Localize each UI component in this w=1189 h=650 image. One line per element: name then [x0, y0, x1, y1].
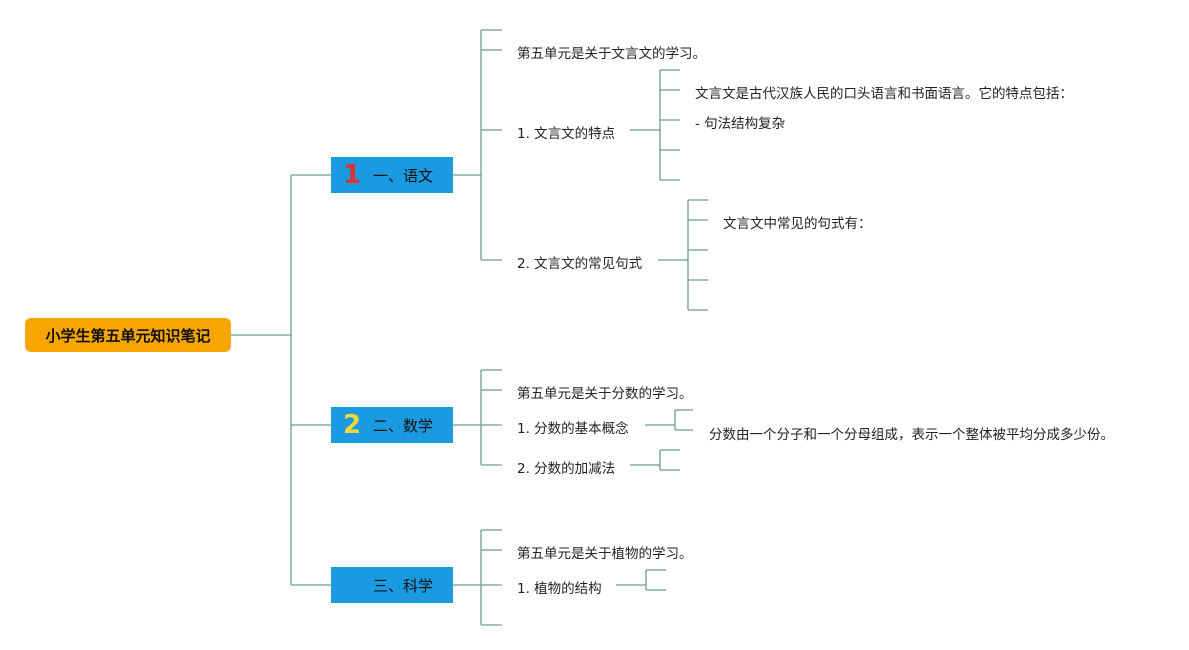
math-intro[interactable]: 第五单元是关于分数的学习。 — [517, 386, 693, 402]
chinese-intro[interactable]: 第五单元是关于文言文的学习。 — [517, 46, 706, 62]
number-one-icon: 1 — [342, 160, 362, 190]
branch-label-science: 三、科学 — [373, 576, 434, 595]
chinese-features-point[interactable]: - 句法结构复杂 — [695, 116, 786, 132]
branch-label-math: 二、数学 — [373, 416, 434, 435]
branch-label-chinese: 一、语文 — [373, 166, 434, 185]
chinese-topic-sentences[interactable]: 2. 文言文的常见句式 — [517, 256, 643, 272]
math-topic-addition[interactable]: 2. 分数的加减法 — [517, 461, 616, 477]
science-intro[interactable]: 第五单元是关于植物的学习。 — [517, 546, 693, 562]
chinese-sentences-detail[interactable]: 文言文中常见的句式有： — [723, 216, 872, 232]
science-topic-structure[interactable]: 1. 植物的结构 — [517, 581, 602, 597]
number-two-icon: 2 — [342, 410, 362, 440]
branch-node-chinese[interactable]: 1 一、语文 — [331, 157, 453, 193]
chinese-topic-features[interactable]: 1. 文言文的特点 — [517, 126, 616, 142]
chinese-features-detail[interactable]: 文言文是古代汉族人民的口头语言和书面语言。它的特点包括： — [695, 86, 1073, 102]
branch-node-math[interactable]: 2 二、数学 — [331, 407, 453, 443]
branch-node-science[interactable]: 三、科学 — [331, 567, 453, 603]
root-node[interactable]: 小学生第五单元知识笔记 — [25, 318, 231, 352]
math-topic-concept[interactable]: 1. 分数的基本概念 — [517, 421, 629, 437]
math-concept-detail[interactable]: 分数由一个分子和一个分母组成，表示一个整体被平均分成多少份。 — [709, 427, 1114, 443]
root-label: 小学生第五单元知识笔记 — [45, 326, 211, 345]
